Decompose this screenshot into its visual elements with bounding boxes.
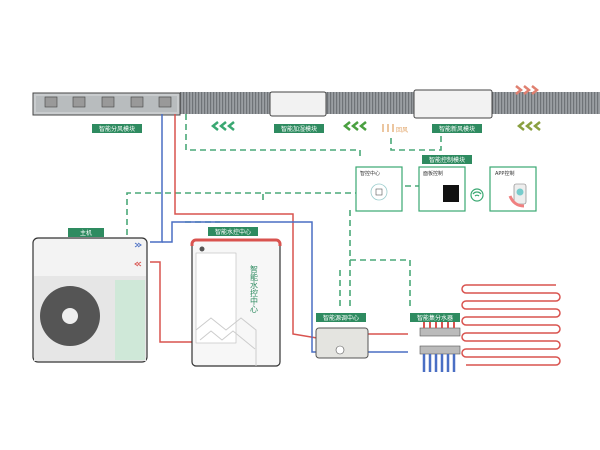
manifold-label: 智能集分水器	[417, 314, 453, 322]
distribution-module	[32, 92, 181, 116]
floor-heating-coil	[461, 284, 561, 366]
pipes	[150, 114, 408, 353]
app-control-label: APP控制	[495, 170, 514, 177]
control-center-label: 智控中心	[360, 170, 380, 177]
return-air-arrows	[382, 124, 394, 132]
fresh-air-module	[413, 89, 493, 119]
control-module-label: 智能控制模块	[429, 156, 465, 164]
control-center-box: 智控中心	[355, 166, 403, 212]
humidifier-module-label: 智能加湿模块	[281, 125, 317, 133]
return-air-label: 回风	[396, 127, 408, 134]
panel-control-label: 面板控制	[423, 170, 443, 177]
air-duct	[180, 92, 600, 114]
water-control-center-label: 智能水控中心	[215, 228, 251, 236]
water-control-center: 智能水控中心	[190, 238, 282, 367]
label-bg	[92, 124, 142, 133]
manifold	[419, 322, 461, 372]
main-unit-label: 主机	[80, 229, 92, 237]
panel-control-box: 面板控制	[418, 166, 466, 212]
source-center-label: 智能源调中心	[323, 314, 359, 322]
fresh-air-module-label: 智能新风模块	[439, 125, 475, 133]
main-unit	[32, 237, 148, 363]
app-control-box: APP控制	[489, 166, 537, 212]
wifi-icon	[470, 188, 484, 202]
distribution-module-label: 智能分风模块	[99, 125, 135, 133]
humidifier-module	[269, 91, 327, 117]
airflow-chevrons	[210, 85, 541, 131]
source-center	[315, 327, 369, 359]
water-control-vertical-text: 智能水控中心	[250, 264, 259, 313]
